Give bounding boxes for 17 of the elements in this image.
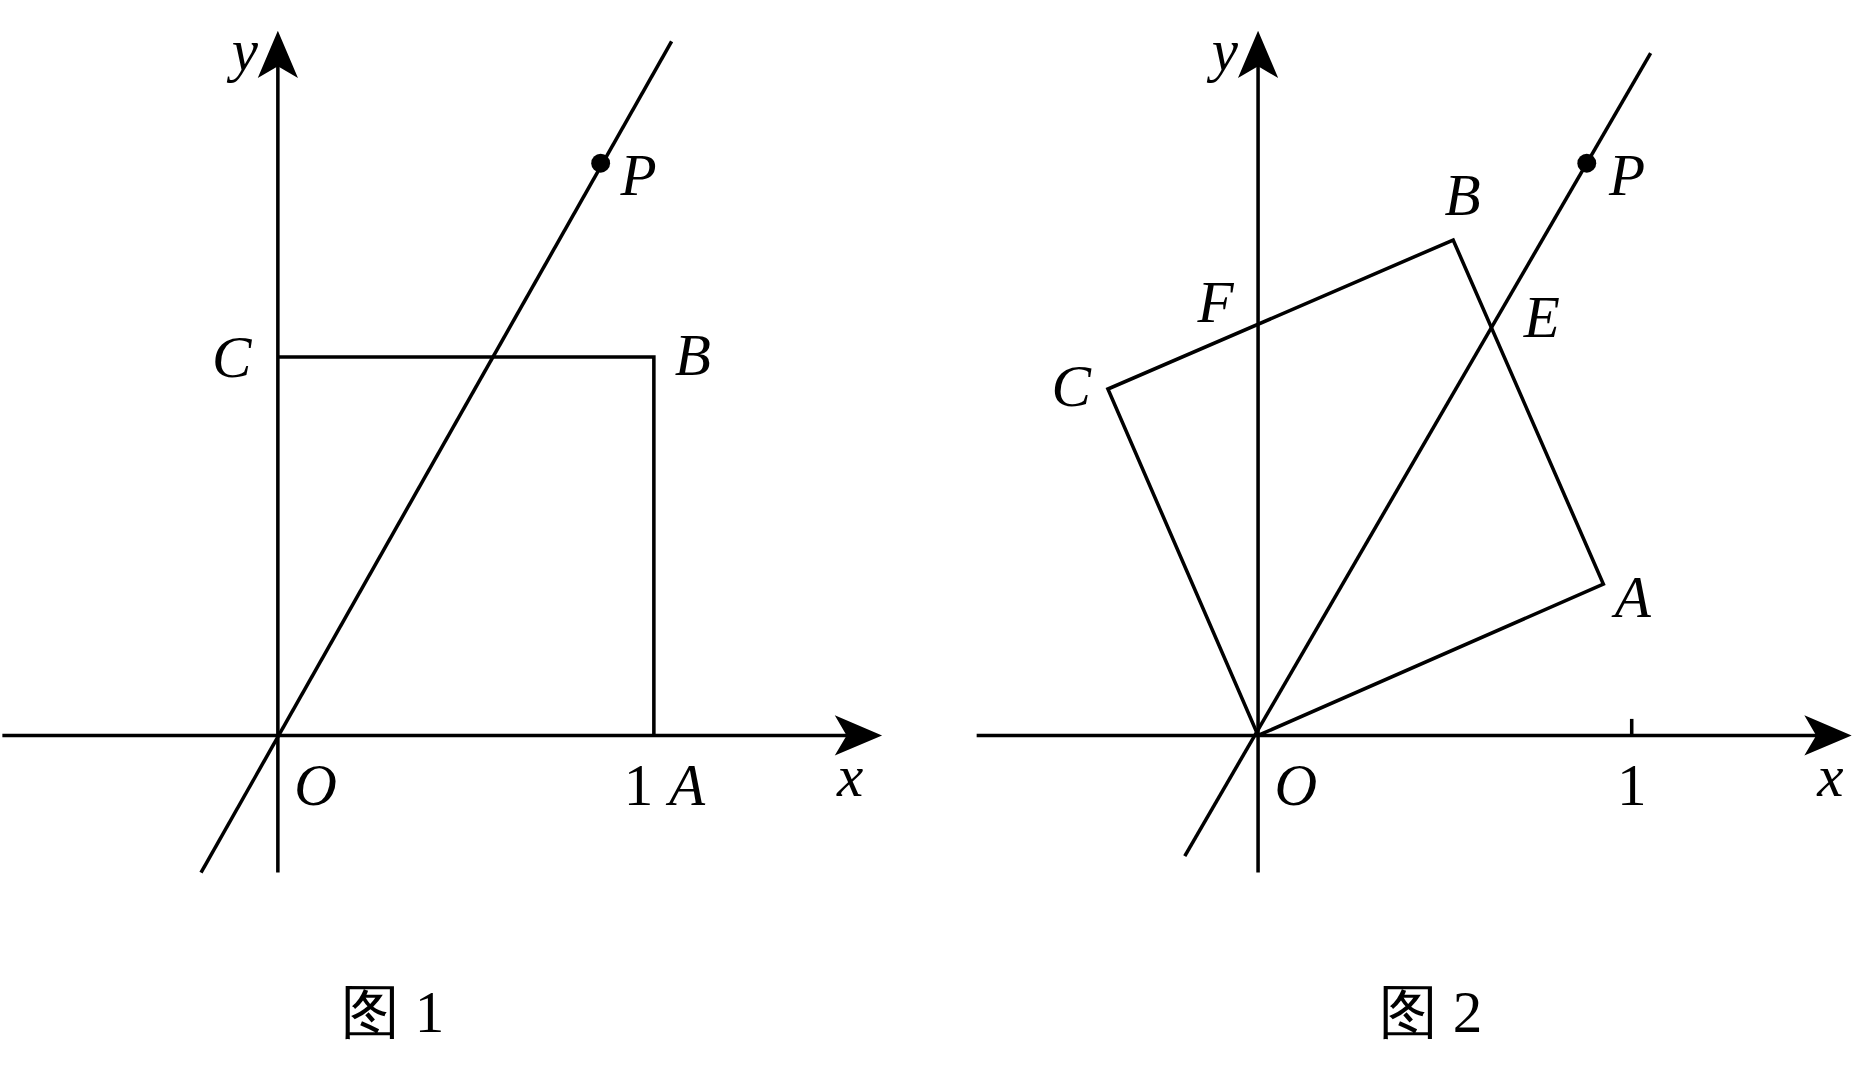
axis-label: x	[1817, 746, 1844, 806]
point-label: F	[1197, 271, 1234, 332]
point-label: C	[212, 327, 252, 387]
point-label: A	[668, 755, 706, 815]
point-label: B	[1444, 165, 1481, 225]
point-label: B	[674, 325, 711, 385]
figure-caption: 图 2	[1378, 982, 1483, 1042]
tick-label: 1	[623, 755, 654, 815]
point-label: O	[1274, 755, 1318, 815]
point-label: C	[1051, 355, 1091, 415]
point-label: P	[620, 145, 657, 205]
point-label: P	[1608, 145, 1646, 205]
axis-label: x	[837, 746, 864, 806]
point-label: E	[1523, 287, 1560, 347]
figure-caption: 图 1	[340, 982, 445, 1042]
point-label: O	[294, 755, 338, 815]
tick-label: 1	[1616, 755, 1647, 815]
